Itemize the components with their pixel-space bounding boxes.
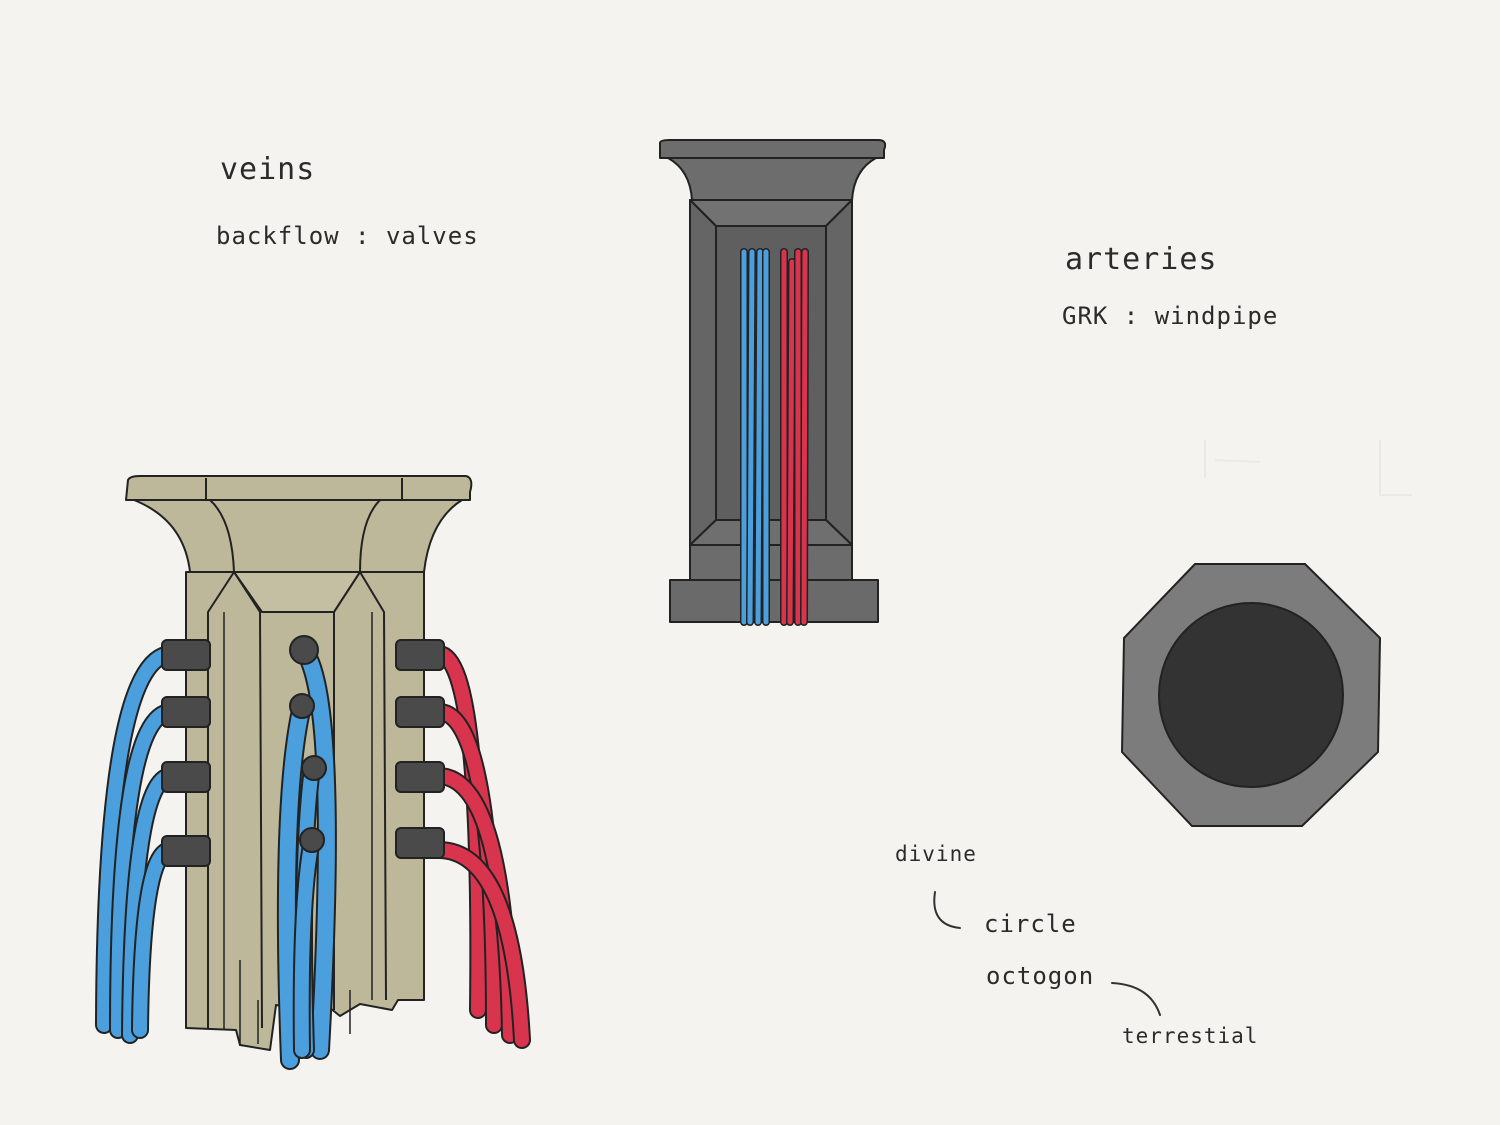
gray-pillar-illustration — [659, 139, 887, 626]
note-grk-windpipe: GRK : windpipe — [1062, 302, 1279, 330]
note-circle: circle — [984, 910, 1077, 938]
note-veins: veins — [220, 152, 316, 187]
note-arteries: arteries — [1065, 242, 1218, 277]
note-octogon: octogon — [986, 962, 1095, 990]
annotation-arrows — [933, 891, 1161, 1016]
faint-smudges — [1204, 440, 1412, 496]
note-divine: divine — [895, 842, 977, 866]
note-terrestial: terrestial — [1122, 1024, 1259, 1048]
khaki-pillar-illustration — [95, 475, 531, 1070]
note-backflow-valves: backflow : valves — [216, 222, 479, 250]
octagon-plan-illustration — [1120, 563, 1382, 827]
